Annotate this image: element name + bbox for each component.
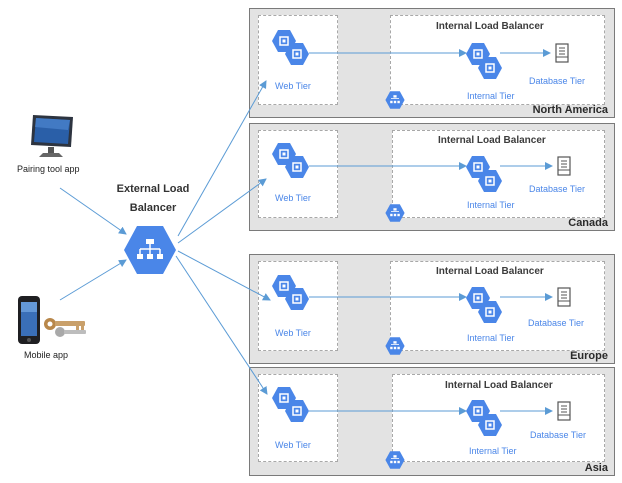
internal-lb-title: Internal Load Balancer [436,266,544,277]
web-tier-box: Web Tier [258,130,338,218]
region-asia: Web Tier Internal Load Balancer Internal… [249,367,615,476]
region-europe: Web Tier Internal Load Balancer Internal… [249,254,615,364]
region-name: Asia [584,462,608,474]
web-tier-label: Web Tier [275,193,311,203]
internal-lb-box: Internal Load Balancer Internal Tier Dat… [392,130,605,218]
region-canada: Web Tier Internal Load Balancer Internal… [249,123,615,231]
internal-lb-title: Internal Load Balancer [438,135,546,146]
web-tier-label: Web Tier [275,81,311,91]
region-name: Canada [568,217,608,229]
mobile-app-label: Mobile app [24,350,69,360]
monitor-icon [27,113,75,166]
internal-lb-title: Internal Load Balancer [445,380,553,391]
internal-lb-box: Internal Load Balancer Internal Tier Dat… [392,374,605,462]
web-tier-box: Web Tier [258,261,338,351]
region-north-america: Web Tier Internal Load Balancer Internal… [249,8,615,118]
database-tier-label: Database Tier [529,184,586,194]
web-tier-box: Web Tier [258,15,338,105]
load-balancer-icon [124,226,176,274]
phone-with-keys-icon [14,294,94,351]
internal-lb-box: Internal Load Balancer Internal Tier Dat… [390,15,605,105]
external-lb-title-line1: External Load [116,183,190,195]
internal-lb-box: Internal Load Balancer Internal Tier Dat… [390,261,605,351]
pairing-tool-label: Pairing tool app [17,164,80,174]
region-name: Europe [570,350,608,362]
external-lb-title: External Load Balancer [105,180,201,218]
internal-tier-label: Internal Tier [467,200,515,210]
database-tier-label: Database Tier [529,76,586,86]
internal-tier-label: Internal Tier [467,91,515,101]
web-tier-box: Web Tier [258,374,338,462]
external-lb-title-line2: Balancer [129,202,177,214]
web-tier-label: Web Tier [275,328,311,338]
region-name: North America [532,104,608,116]
database-tier-label: Database Tier [530,430,587,440]
internal-tier-label: Internal Tier [467,333,515,343]
database-tier-label: Database Tier [528,318,585,328]
web-tier-label: Web Tier [275,440,311,450]
internal-lb-title: Internal Load Balancer [436,21,544,32]
internal-tier-label: Internal Tier [469,446,517,456]
